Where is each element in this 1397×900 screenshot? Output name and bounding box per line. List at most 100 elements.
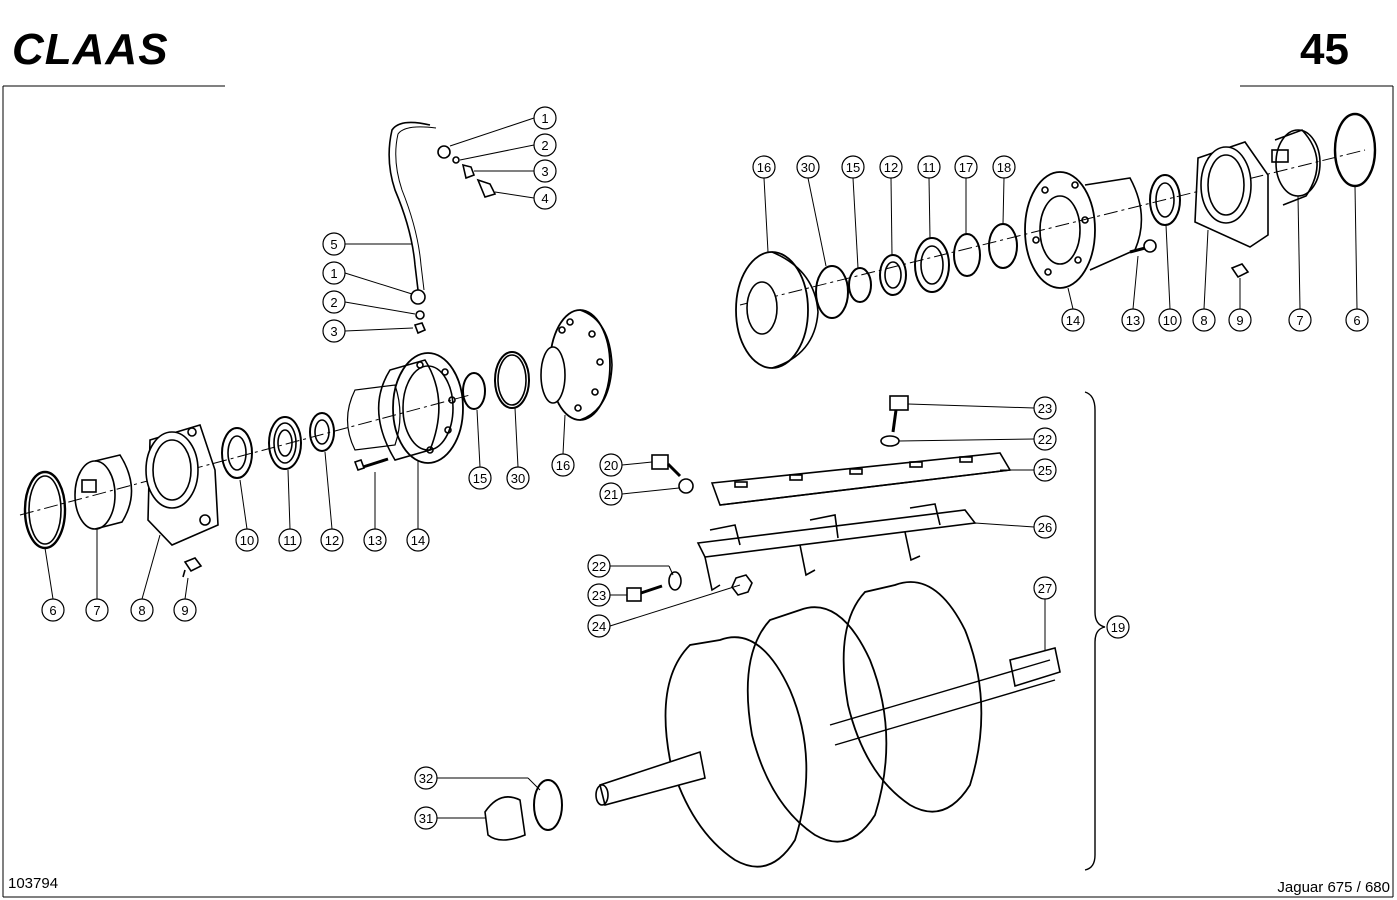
- svg-text:13: 13: [368, 533, 382, 548]
- grease-line: [388, 121, 497, 335]
- svg-text:5: 5: [330, 237, 337, 252]
- callout-23-top: 23: [1033, 396, 1057, 420]
- callout-14-right: 14: [1061, 308, 1085, 332]
- callout-8-left: 8: [130, 598, 154, 622]
- callout-19: 19: [1106, 615, 1130, 639]
- svg-text:16: 16: [556, 458, 570, 473]
- callout-2-mid: 2: [322, 290, 346, 314]
- svg-text:21: 21: [604, 487, 618, 502]
- svg-text:2: 2: [541, 138, 548, 153]
- callout-1-mid: 1: [322, 261, 346, 285]
- callout-9-right: 9: [1228, 308, 1252, 332]
- callout-9-left: 9: [173, 598, 197, 622]
- svg-text:20: 20: [604, 458, 618, 473]
- svg-text:12: 12: [325, 533, 339, 548]
- right-bearing-assembly: [735, 112, 1377, 369]
- callout-22-bottom: 22: [587, 554, 611, 578]
- svg-text:6: 6: [1353, 313, 1360, 328]
- callout-10-right: 10: [1158, 308, 1182, 332]
- callout-12-right: 12: [879, 155, 903, 179]
- callout-14-left: 14: [406, 528, 430, 552]
- svg-text:3: 3: [330, 324, 337, 339]
- callout-11-left: 11: [278, 528, 302, 552]
- callout-18: 18: [992, 155, 1016, 179]
- svg-text:3: 3: [541, 164, 548, 179]
- svg-text:9: 9: [1236, 313, 1243, 328]
- callout-11-right: 11: [917, 155, 941, 179]
- callout-15-right: 15: [841, 155, 865, 179]
- svg-text:27: 27: [1038, 581, 1052, 596]
- callout-32: 32: [414, 766, 438, 790]
- callout-25: 25: [1033, 458, 1057, 482]
- svg-text:30: 30: [801, 160, 815, 175]
- svg-text:19: 19: [1111, 620, 1125, 635]
- leader-lines: [44, 117, 1358, 819]
- svg-text:1: 1: [541, 111, 548, 126]
- svg-text:13: 13: [1126, 313, 1140, 328]
- callout-3-top: 3: [533, 159, 557, 183]
- sheet-frame: [2, 85, 1394, 898]
- callout-31: 31: [414, 806, 438, 830]
- callout-2-top: 2: [533, 133, 557, 157]
- rotor-disc-3: [842, 581, 983, 813]
- callout-30-left: 30: [506, 466, 530, 490]
- svg-text:18: 18: [997, 160, 1011, 175]
- svg-text:12: 12: [884, 160, 898, 175]
- svg-text:15: 15: [846, 160, 860, 175]
- callout-8-right: 8: [1192, 308, 1216, 332]
- callout-7-left: 7: [85, 598, 109, 622]
- svg-text:1: 1: [330, 266, 337, 281]
- svg-text:6: 6: [49, 603, 56, 618]
- callout-7-right: 7: [1288, 308, 1312, 332]
- drawing-number: 103794: [8, 875, 58, 892]
- callout-24: 24: [587, 614, 611, 638]
- callout-13-right: 13: [1121, 308, 1145, 332]
- svg-text:23: 23: [592, 588, 606, 603]
- svg-text:7: 7: [1296, 313, 1303, 328]
- left-bearing-assembly: [19, 309, 613, 578]
- svg-text:17: 17: [959, 160, 973, 175]
- callout-23-bottom: 23: [587, 583, 611, 607]
- svg-text:26: 26: [1038, 520, 1052, 535]
- rotor-group: [484, 391, 1106, 871]
- callout-6-right: 6: [1345, 308, 1369, 332]
- svg-text:9: 9: [181, 603, 188, 618]
- svg-text:14: 14: [411, 533, 425, 548]
- callout-1-top: 1: [533, 106, 557, 130]
- svg-text:14: 14: [1066, 313, 1080, 328]
- callout-16-left: 16: [551, 453, 575, 477]
- callout-15-left: 15: [468, 466, 492, 490]
- callout-21: 21: [599, 482, 623, 506]
- callout-4-top: 4: [533, 186, 557, 210]
- svg-text:32: 32: [419, 771, 433, 786]
- svg-text:16: 16: [757, 160, 771, 175]
- svg-text:22: 22: [592, 559, 606, 574]
- callout-30-right: 30: [796, 155, 820, 179]
- svg-text:30: 30: [511, 471, 525, 486]
- callout-17: 17: [954, 155, 978, 179]
- svg-text:25: 25: [1038, 463, 1052, 478]
- callout-22-top: 22: [1033, 427, 1057, 451]
- callout-10-left: 10: [235, 528, 259, 552]
- callout-27: 27: [1033, 576, 1057, 600]
- rotor-disc-1: [664, 636, 808, 868]
- svg-text:10: 10: [240, 533, 254, 548]
- page-number: 45: [1300, 25, 1349, 74]
- svg-text:15: 15: [473, 471, 487, 486]
- svg-text:4: 4: [541, 191, 548, 206]
- callout-20: 20: [599, 453, 623, 477]
- callout-12-left: 12: [320, 528, 344, 552]
- callout-5: 5: [322, 232, 346, 256]
- callout-26: 26: [1033, 515, 1057, 539]
- svg-text:11: 11: [283, 533, 297, 548]
- svg-text:22: 22: [1038, 432, 1052, 447]
- svg-text:2: 2: [330, 295, 337, 310]
- svg-text:8: 8: [138, 603, 145, 618]
- callout-16-right: 16: [752, 155, 776, 179]
- rotor-disc-2: [746, 606, 888, 843]
- svg-text:24: 24: [592, 619, 606, 634]
- svg-text:7: 7: [93, 603, 100, 618]
- callout-labels: 6 7 8 9 10 11 12 13 14 15 30 16 1 2 3 4 …: [41, 106, 1369, 830]
- svg-text:11: 11: [922, 160, 936, 175]
